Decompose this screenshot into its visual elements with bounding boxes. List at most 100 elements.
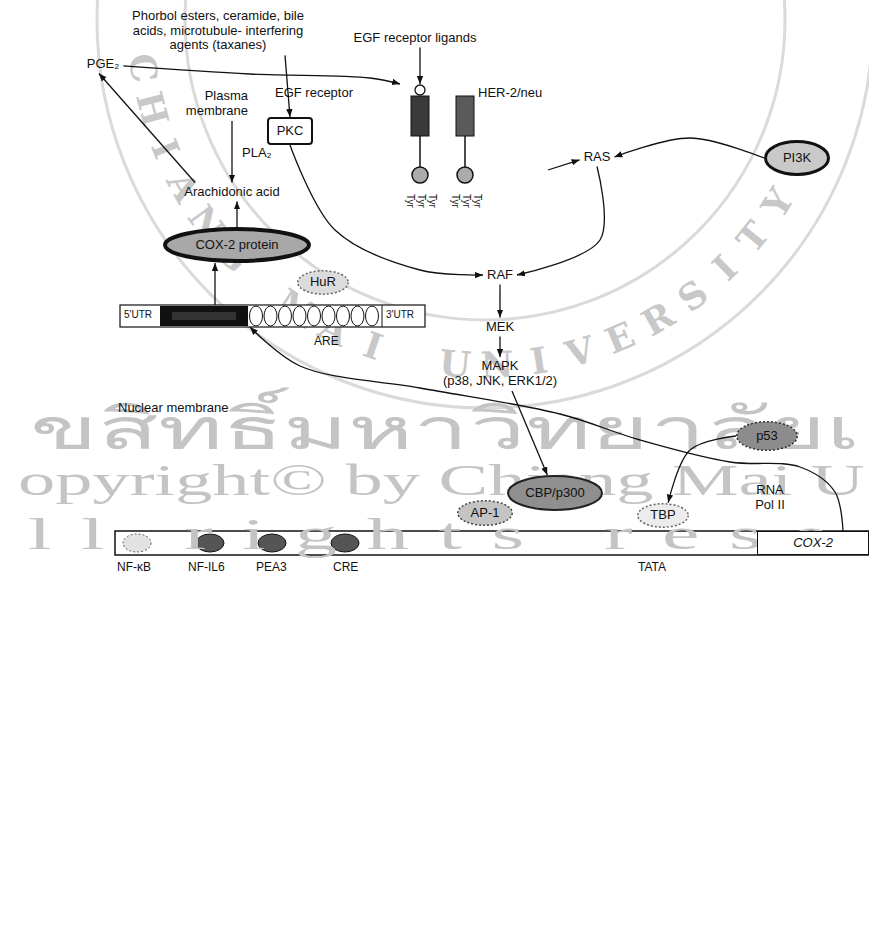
node-text: COX-2 protein [195, 238, 278, 253]
egf-receptor-symbol [411, 85, 429, 183]
receptor-stem [419, 136, 421, 167]
watermark-letter: I [358, 324, 387, 369]
node-text: CBP/p300 [525, 486, 584, 501]
receptor-bar [411, 96, 429, 136]
factor-ellipse: TBP [637, 503, 689, 528]
arrow-connector [499, 284, 500, 317]
arrow-connector [517, 166, 604, 275]
watermark-letter: S [670, 271, 716, 320]
node-text: AP-1 [471, 506, 500, 521]
mrna-frame [120, 305, 425, 327]
receptor-node: HER-2/neu [448, 84, 548, 219]
node-text: MEK [486, 320, 514, 335]
ellipse-shape [737, 422, 798, 451]
node-text: Plasma membrane [176, 89, 248, 119]
ellipse-shape [298, 270, 349, 293]
are-element [351, 306, 364, 326]
utr-divider [382, 305, 383, 327]
kinase-ellipse: PI3K [764, 140, 830, 176]
residue-label: Tyr [426, 194, 438, 208]
are-element [264, 306, 277, 326]
ellipse-shape [165, 229, 309, 261]
node-text: Arachidonic acid [184, 185, 279, 200]
ellipse-shape [458, 501, 513, 526]
are-element [366, 306, 379, 326]
residue-label: Tyr [471, 194, 483, 208]
signal-text: MAPK(p38, JNK, ERK1/2) [439, 357, 561, 391]
residue-label: Tyr [449, 194, 461, 208]
ellipse-shape [766, 142, 829, 175]
arrow-connector [668, 436, 736, 503]
kinase-box: PKC [267, 117, 313, 145]
residue-label: Tyr [404, 194, 416, 208]
mrna-outline [120, 305, 425, 327]
enzyme-ellipse: COX-2 protein [163, 227, 311, 263]
coactivator-ellipse: CBP/p300 [507, 475, 603, 511]
node-text: EGF receptor [275, 86, 353, 101]
watermark-letter: I [704, 247, 745, 288]
polymerase-label: RNA Pol II [748, 483, 792, 513]
gene-box: COX-2 [757, 531, 869, 555]
arrow-connector [236, 201, 237, 227]
signal-text: RAF [483, 266, 517, 285]
watermark-letter: E [599, 313, 640, 362]
membrane-label: Nuclear membrane [118, 401, 229, 416]
node-text: HuR [310, 275, 336, 290]
are-element [279, 306, 292, 326]
watermark-emblem [97, 0, 869, 408]
ellipse-shape [508, 476, 602, 510]
coding-region [172, 312, 236, 320]
node-text: ARE [314, 335, 339, 349]
arrow-connector [419, 47, 420, 84]
arrow-connector [499, 336, 500, 357]
node-text: COX-2 [793, 536, 833, 551]
metabolite-text: Arachidonic acid [180, 183, 283, 202]
element-label: NF-κB [117, 561, 151, 575]
node-text: HER-2/neu [478, 86, 542, 101]
arrow-connector [290, 145, 483, 275]
element-label: TATA [638, 561, 666, 575]
arrow-connector [99, 73, 195, 182]
her2-receptor-symbol [456, 96, 474, 183]
node-text: Phorbol esters, ceramide, bile acids, mi… [122, 9, 314, 54]
metabolite-text: PGE₂ [83, 55, 124, 74]
node-text: PGE₂ [87, 57, 120, 72]
arrow-connector [250, 327, 843, 531]
receptor-stem [464, 136, 466, 167]
factor-ellipse: AP-1 [457, 500, 513, 526]
kinase-domain [412, 167, 428, 183]
watermark-letter: H [127, 87, 176, 131]
membrane-text: Plasma membrane [172, 87, 252, 121]
are-element [250, 306, 263, 326]
node-text: RAF [487, 268, 513, 283]
watermark-letter: T [729, 214, 778, 261]
receptor-node: EGF receptor [272, 84, 437, 219]
node-text: MAPK [482, 359, 519, 374]
protein-ellipse: HuR [297, 270, 349, 295]
residue-label: Tyr [415, 194, 427, 208]
arrow-connector [614, 138, 764, 158]
receptor-bar [456, 96, 474, 136]
node-text: 5'UTR [124, 309, 152, 321]
watermark: opyright© by Chiang Mai U [18, 456, 865, 507]
protein-ellipse: p53 [736, 421, 798, 451]
arrow-connector [123, 66, 400, 84]
residue-label: Tyr [460, 194, 472, 208]
node-text: RAS [584, 150, 611, 165]
element-label: NF-IL6 [188, 561, 225, 575]
node-text: PI3K [783, 151, 811, 166]
enzyme-label: PLA₂ [240, 146, 274, 161]
arrow-connector [548, 160, 580, 170]
watermark-letter: Y [753, 181, 802, 225]
watermark: ll rights rese [28, 510, 858, 561]
kinase-domain [457, 167, 473, 183]
ligand-text: EGF receptor ligands [350, 29, 481, 48]
node-text: 3'UTR [386, 309, 414, 321]
arrow-connector [214, 263, 215, 305]
coding-region [160, 306, 248, 326]
are-element [337, 306, 350, 326]
node-text: p53 [756, 429, 778, 444]
node-text: EGF receptor ligands [354, 31, 477, 46]
